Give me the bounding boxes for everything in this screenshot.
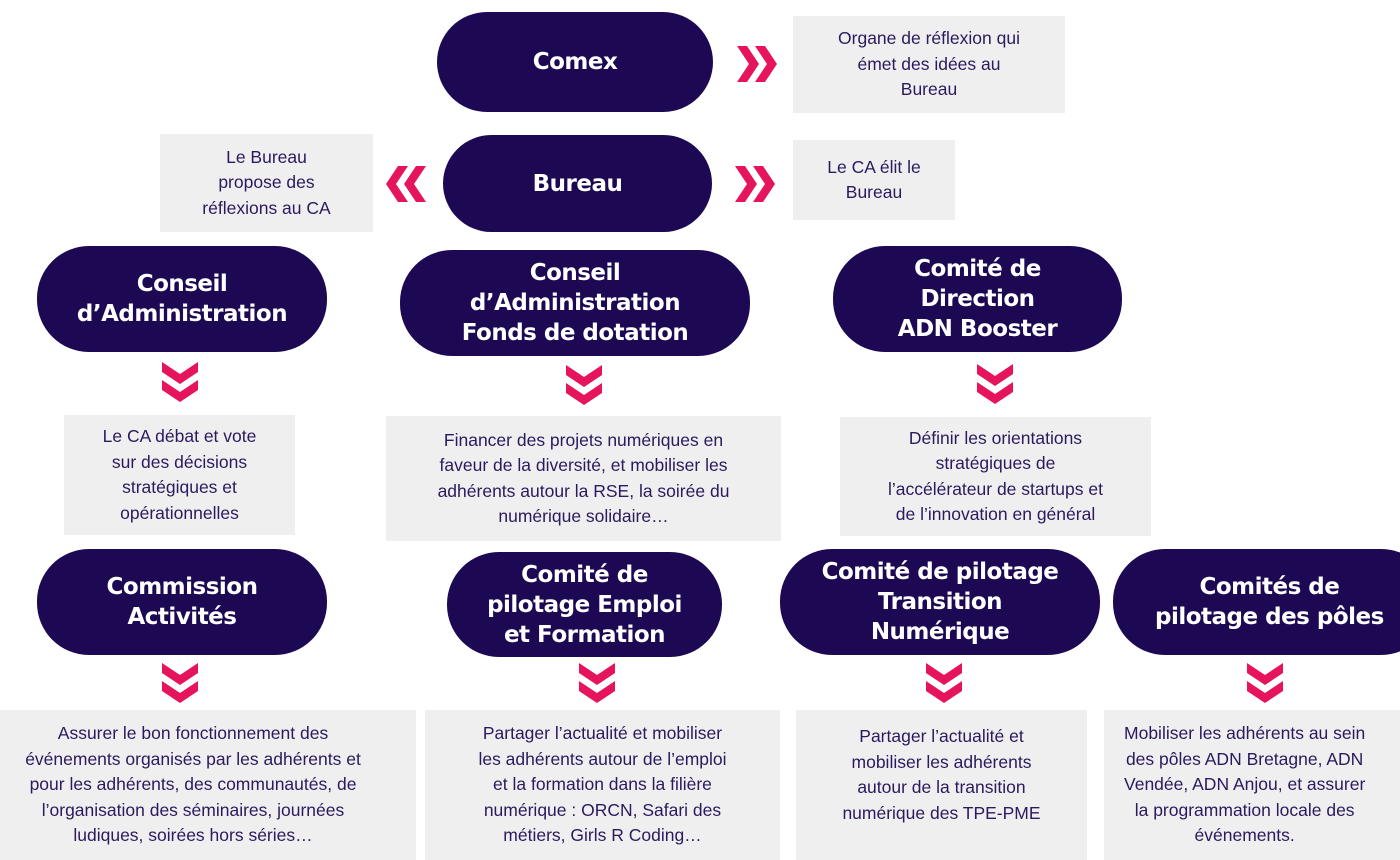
double-chevron-left-icon <box>384 162 428 206</box>
double-chevron-down-icon <box>973 362 1017 406</box>
desc-ca: Le CA débat et vote sur des décisions st… <box>64 415 295 535</box>
desc-transition: Partager l’actualité et mobiliser les ad… <box>796 710 1087 860</box>
double-chevron-down-icon <box>1243 661 1287 705</box>
double-chevron-right-icon <box>735 42 779 86</box>
double-chevron-down-icon <box>575 661 619 705</box>
double-chevron-down-icon <box>562 363 606 407</box>
node-conseil-administration: Conseil d’Administration <box>37 246 327 352</box>
node-comites-poles: Comités de pilotage des pôles <box>1113 549 1400 655</box>
desc-commission: Assurer le bon fonctionnement des événem… <box>0 710 416 860</box>
node-comite-transition: Comité de pilotage Transition Numérique <box>780 549 1100 655</box>
node-ca-fonds-dotation: Conseil d’Administration Fonds de dotati… <box>400 250 750 356</box>
desc-comex: Organe de réflexion qui émet des idées a… <box>793 16 1065 113</box>
node-comite-emploi: Comité de pilotage Emploi et Formation <box>447 552 722 657</box>
desc-poles: Mobiliser les adhérents au sein des pôle… <box>1104 710 1400 860</box>
double-chevron-down-icon <box>158 661 202 705</box>
node-comex: Comex <box>437 12 713 112</box>
desc-bureau-right: Le CA élit le Bureau <box>793 140 955 220</box>
desc-emploi: Partager l’actualité et mobiliser les ad… <box>425 710 780 860</box>
desc-ca-fonds: Financer des projets numériques en faveu… <box>386 416 781 541</box>
double-chevron-right-icon <box>733 162 777 206</box>
node-bureau: Bureau <box>443 135 712 232</box>
node-commission-activites: Commission Activités <box>37 549 327 655</box>
desc-codir: Définir les orientations stratégiques de… <box>840 417 1151 536</box>
node-comite-direction: Comité de Direction ADN Booster <box>833 246 1122 352</box>
double-chevron-down-icon <box>158 360 202 404</box>
desc-bureau-left: Le Bureau propose des réflexions au CA <box>160 134 373 232</box>
double-chevron-down-icon <box>922 661 966 705</box>
